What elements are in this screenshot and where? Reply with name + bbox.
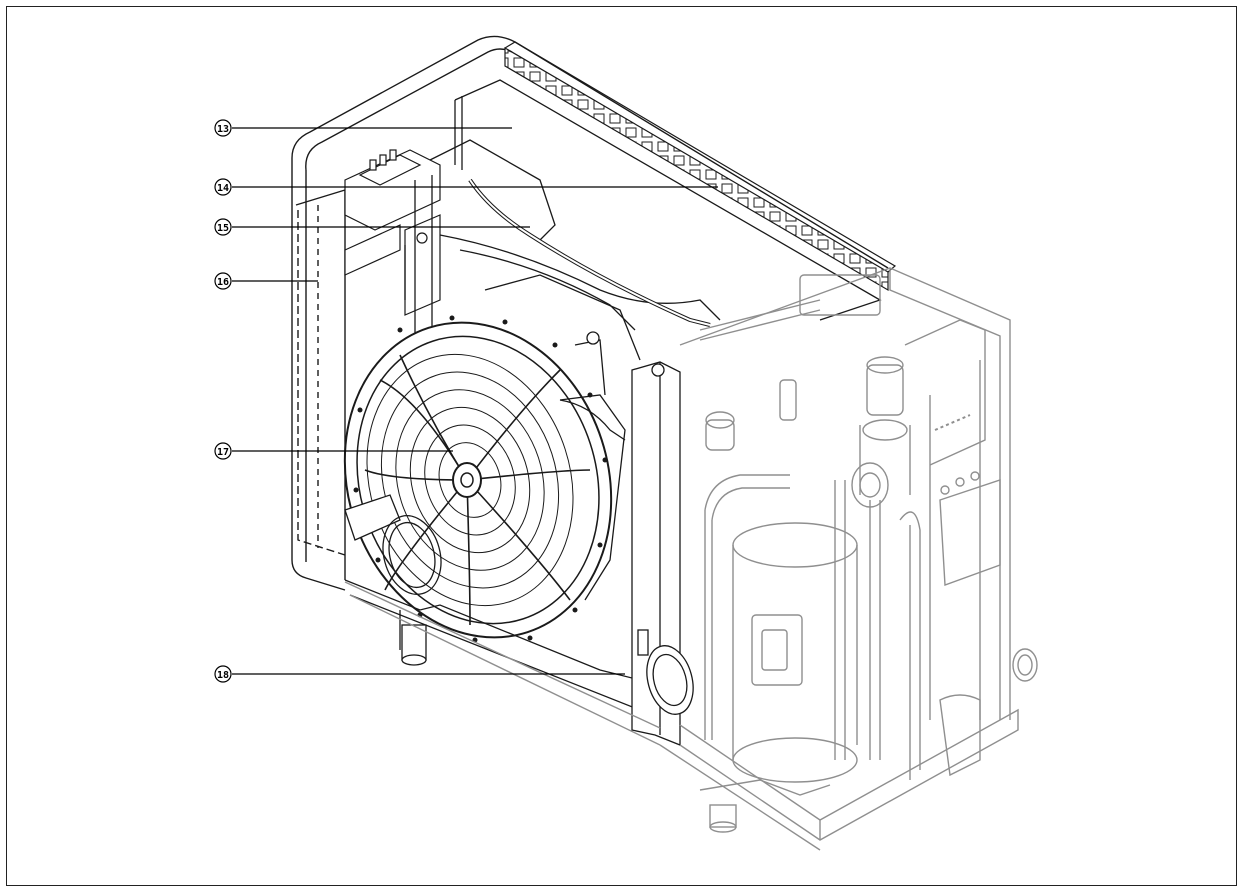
- callouts: [232, 127, 718, 675]
- callout-15: 15: [214, 218, 232, 236]
- callout-13-label: 13: [217, 124, 229, 135]
- callout-17-label: 17: [217, 447, 229, 458]
- callout-15-label: 15: [217, 223, 229, 234]
- callout-14: 14: [214, 178, 232, 196]
- callout-13: 13: [214, 119, 232, 137]
- callout-markers: 13 14 15 16 17 18: [214, 119, 232, 683]
- figure-frame: [6, 6, 1237, 886]
- callout-18: 18: [214, 665, 232, 683]
- base-left: [344, 494, 641, 711]
- top-grille: [504, 41, 897, 292]
- fan-assembly: [343, 315, 613, 643]
- refrigerant-circuit: [344, 267, 1038, 851]
- fan-housing: [559, 331, 626, 601]
- callout-16-label: 16: [217, 277, 229, 288]
- callout-17: 17: [214, 442, 232, 460]
- fan-shroud: [429, 79, 882, 361]
- control-box: [344, 149, 441, 316]
- callout-16: 16: [214, 272, 232, 290]
- exchanger-column: [631, 361, 694, 746]
- callout-18-label: 18: [217, 670, 229, 681]
- hose: [468, 178, 711, 327]
- callout-14-label: 14: [217, 183, 229, 194]
